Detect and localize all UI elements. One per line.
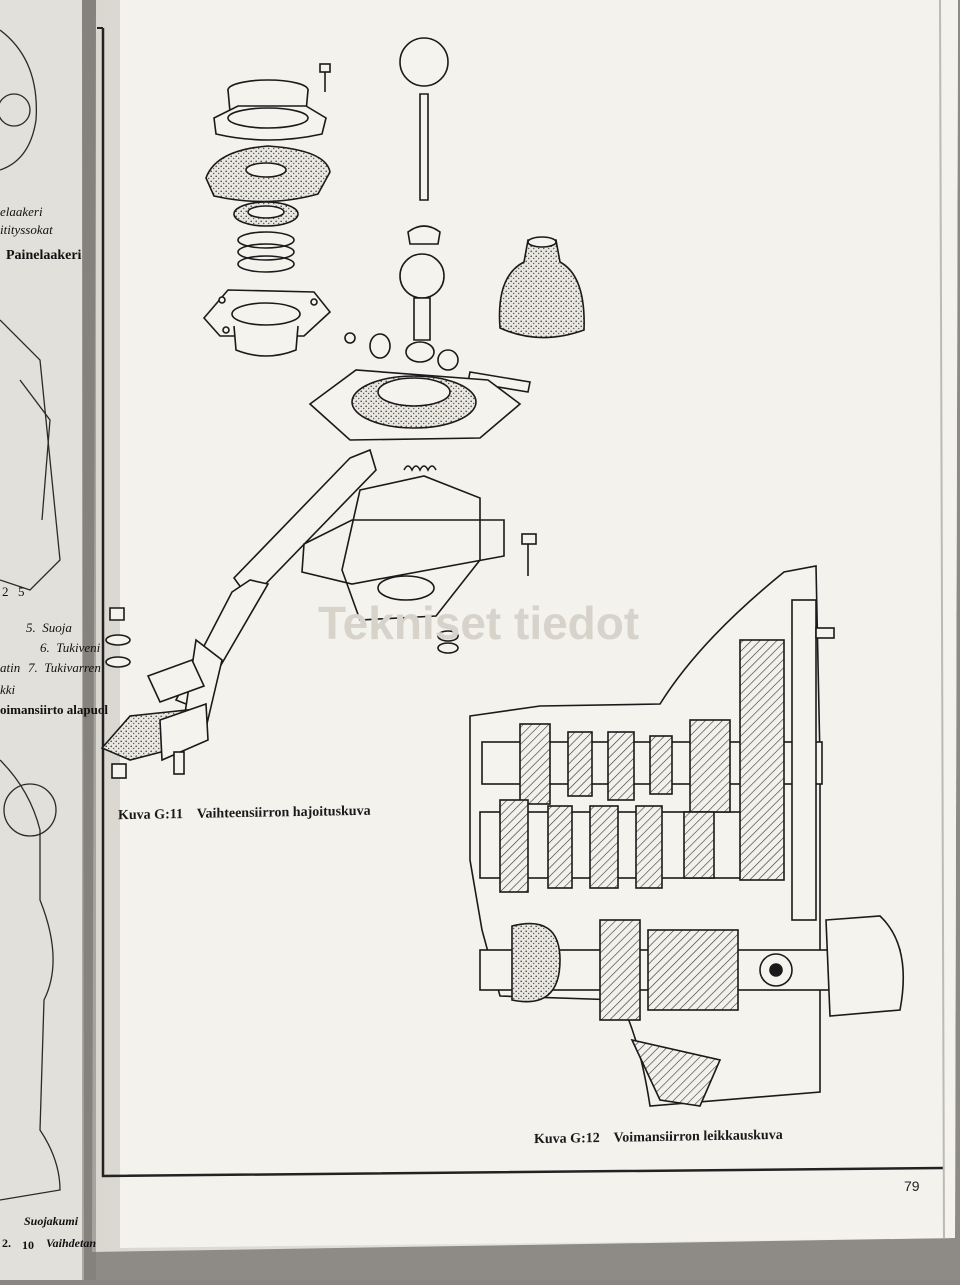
left-page-drawings [0,29,61,1201]
left-legend-text: Suoja [42,620,72,635]
left-heading: oimansiirto alapuol [0,702,108,717]
left-mark-2: 5 [18,584,25,599]
figure-g11-drawing [100,37,585,779]
figure-g11-caption-number: Kuva G:11 [118,807,183,824]
left-legend-item-7: 7. Tukivarren [28,660,101,676]
left-label-1: elaakeri [0,204,43,219]
left-legend-num: 5. [26,620,36,635]
left-legend-item-6: 6. Tukiveni [40,640,100,656]
left-mark-1: 2 [2,584,9,599]
figure-g12-drawing [469,565,905,1107]
left-legend-text: Tukiveni [56,640,101,655]
bleed-through-heading: Tekniset tiedot [318,597,640,649]
figure-g11-caption-title: Vaihteensiirron hajoituskuva [196,803,371,822]
left-legend-num: 6. [40,640,50,655]
left-fragment-atin: atin [0,660,21,675]
left-page [0,0,84,1280]
left-label-3: Painelaakeri [6,248,82,263]
left-legend-item-5: 5. Suoja [26,620,72,636]
figure-g12-caption-title: Voimansiirron leikkauskuva [613,1127,783,1146]
left-label-2: itityssokat [0,222,53,237]
left-fragment-kki: kki [0,682,16,697]
figure-g12-caption-number: Kuva G:12 [534,1131,600,1148]
page-frame [101,28,945,1178]
left-bottom-4: 2. [2,1236,11,1250]
left-bottom-2: 10 [22,1238,34,1252]
left-legend-text: Tukivarren [44,660,101,675]
left-bottom-3: Vaihdetan [46,1236,97,1250]
page-number: 79 [904,1178,920,1194]
left-legend-num: 7. [28,660,38,675]
left-bottom-1: Suojakumi [24,1214,79,1228]
